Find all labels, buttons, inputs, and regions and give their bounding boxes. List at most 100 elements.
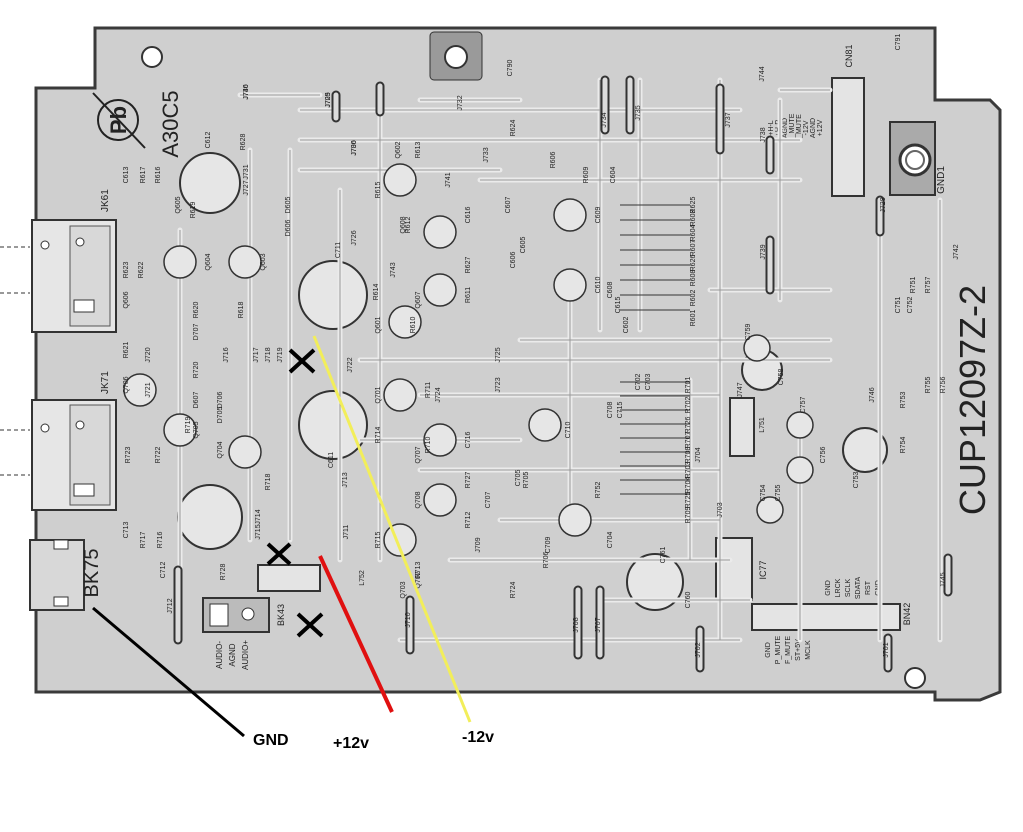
cn81-pin-label: -12V [803,120,810,135]
small-capacitor-outline [743,334,771,362]
capacitor-label: C758 [778,369,785,386]
resistor-label: R706 [543,552,550,569]
resistor-label: R708 [685,447,692,464]
resistor-label: R608 [690,270,697,287]
transistor-label: Q703 [400,581,407,598]
transistor-label: Q605 [175,196,182,213]
capacitor-label: C610 [595,277,602,294]
resistor-label: R623 [123,262,130,279]
capacitor-label: C760 [685,592,692,609]
resistor-label: R719 [185,417,192,434]
resistor-label: R612 [405,217,412,234]
transistor-outline [423,423,457,457]
resistor-label: R752 [595,482,602,499]
connector-bk75: BK75 [29,539,103,611]
bk75-label: BK75 [81,549,103,598]
resistor-label: R755 [925,377,932,394]
jk71-label: JK71 [100,371,111,394]
resistor-label: R725 [685,492,692,509]
capacitor-label: C755 [775,485,782,502]
capacitor-label: C703 [645,374,652,391]
capacitor-label: C605 [520,237,527,254]
resistor-label: R615 [375,182,382,199]
bn42-left-pin-label: GND [765,642,772,658]
resistor-label: R611 [465,287,472,303]
jumper-label: J713 [342,472,349,487]
resistor-label: R712 [465,512,472,529]
resistor-label: R724 [510,582,517,599]
resistor-label: R710 [425,437,432,454]
jumper-label: J728 [880,197,887,212]
jumper-label: J701 [883,642,890,657]
resistor-label: R756 [940,377,947,394]
resistor-label: R757 [925,277,932,294]
resistor-label: R711 [425,382,432,398]
resistor-label: R716 [157,532,164,549]
transistor-label: Q607 [415,291,422,308]
cn81-pin-label: R_MUTE [789,113,796,142]
capacitor-label: C613 [123,167,130,184]
bn42-left-pin-label: F_MUTE [785,636,792,664]
connector-cn81: CN81 +12VAGND-12VL_MUTER_MUTEAGND+H-R+H-… [768,44,865,197]
jumper-label: J737 [725,112,732,127]
capacitor-label: C616 [465,207,472,224]
coil-l752 [257,564,321,592]
jumper-label: J741 [445,172,452,187]
diode-label: D607 [193,392,200,409]
jumper-label: J723 [495,377,502,392]
jack-jk61: JK61 [31,189,117,333]
jumper-label: J727 [243,180,250,195]
jumper-label: J733 [483,147,490,162]
bn42-pin-label: SDATA [855,577,862,600]
bn42-pin-label: GND [825,580,832,596]
capacitor-label: C612 [205,132,212,149]
capacitor-c753 [842,427,888,473]
capacitor-c711 [298,260,368,330]
small-capacitor-outline [786,456,814,484]
jumper-label: J721 [145,382,152,397]
resistor-label: R619 [190,202,197,219]
coil-l751 [729,397,755,457]
jumper-label: J705 [325,92,332,107]
diode-label: D706 [217,392,224,409]
jumper-label: J745 [940,572,947,587]
resistor-label: R624 [510,120,517,137]
resistor-label: R627 [465,257,472,274]
coil-label: L752 [359,570,366,586]
transistor-label: Q707 [415,446,422,463]
capacitor-label: C759 [745,324,752,341]
jumper-label: J734 [601,112,608,127]
transistor-outline [123,373,157,407]
transistor-label: Q708 [415,491,422,508]
jumper-label: J732 [457,95,464,110]
jumper-label: J709 [475,537,482,552]
resistor-label: R754 [900,437,907,454]
resistor-label: R704 [685,477,692,494]
resistor-label: R607 [690,240,697,257]
jumper-label: J720 [145,347,152,362]
jumper-label: J725 [495,347,502,362]
resistor-label: R707 [685,432,692,449]
ic77-label: IC77 [758,560,768,579]
resistor-label: R613 [415,142,422,159]
transistor-outline [423,215,457,249]
jumper-label: J718 [265,347,272,362]
jumper-label: J704 [695,447,702,462]
jumper-label: J729 [325,92,332,107]
capacitor-label: C716 [465,432,472,449]
jack-jk71: JK71 [31,371,117,511]
transistor-label: Q701 [375,386,382,403]
capacitor-label: C709 [545,537,552,554]
capacitor-label: C705 [515,470,522,487]
jumper-label: J710 [405,612,412,627]
transistor-outline [423,483,457,517]
jumper-label: J740 [243,84,250,99]
resistor-label: R621 [123,342,130,359]
big-capacitors [177,152,888,611]
transistor-label: Q606 [123,291,130,308]
resistor-label: R614 [373,284,380,301]
capacitor-label: C702 [635,374,642,391]
resistor-label: R610 [410,317,417,334]
capacitor-c611 [298,390,368,460]
resistor-label: R727 [465,472,472,489]
